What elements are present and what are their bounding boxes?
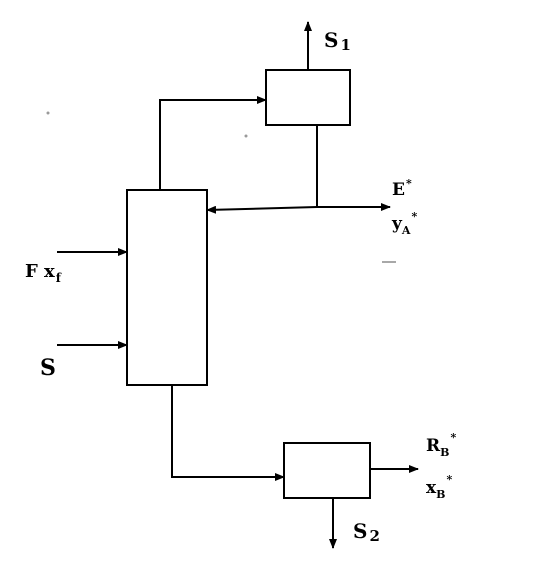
recycle-arrow: [206, 205, 318, 214]
extract-composition-label: yA*: [391, 210, 417, 237]
feed-label: F xf: [25, 261, 62, 285]
solvent-label: S: [40, 355, 56, 381]
raffinate-separator-box: [283, 442, 371, 499]
extract-separator-box: [265, 69, 351, 126]
raffinate-label: RB*: [426, 431, 456, 459]
column-to-extract-separator-line: [159, 96, 267, 190]
extraction-column: [126, 189, 208, 386]
scan-speck: [46, 111, 50, 115]
raffinate-composition-label: xB*: [426, 473, 452, 501]
column-to-raffinate-separator-line: [171, 385, 285, 481]
scan-speck: [244, 134, 248, 138]
extract-label: E*: [392, 177, 412, 200]
